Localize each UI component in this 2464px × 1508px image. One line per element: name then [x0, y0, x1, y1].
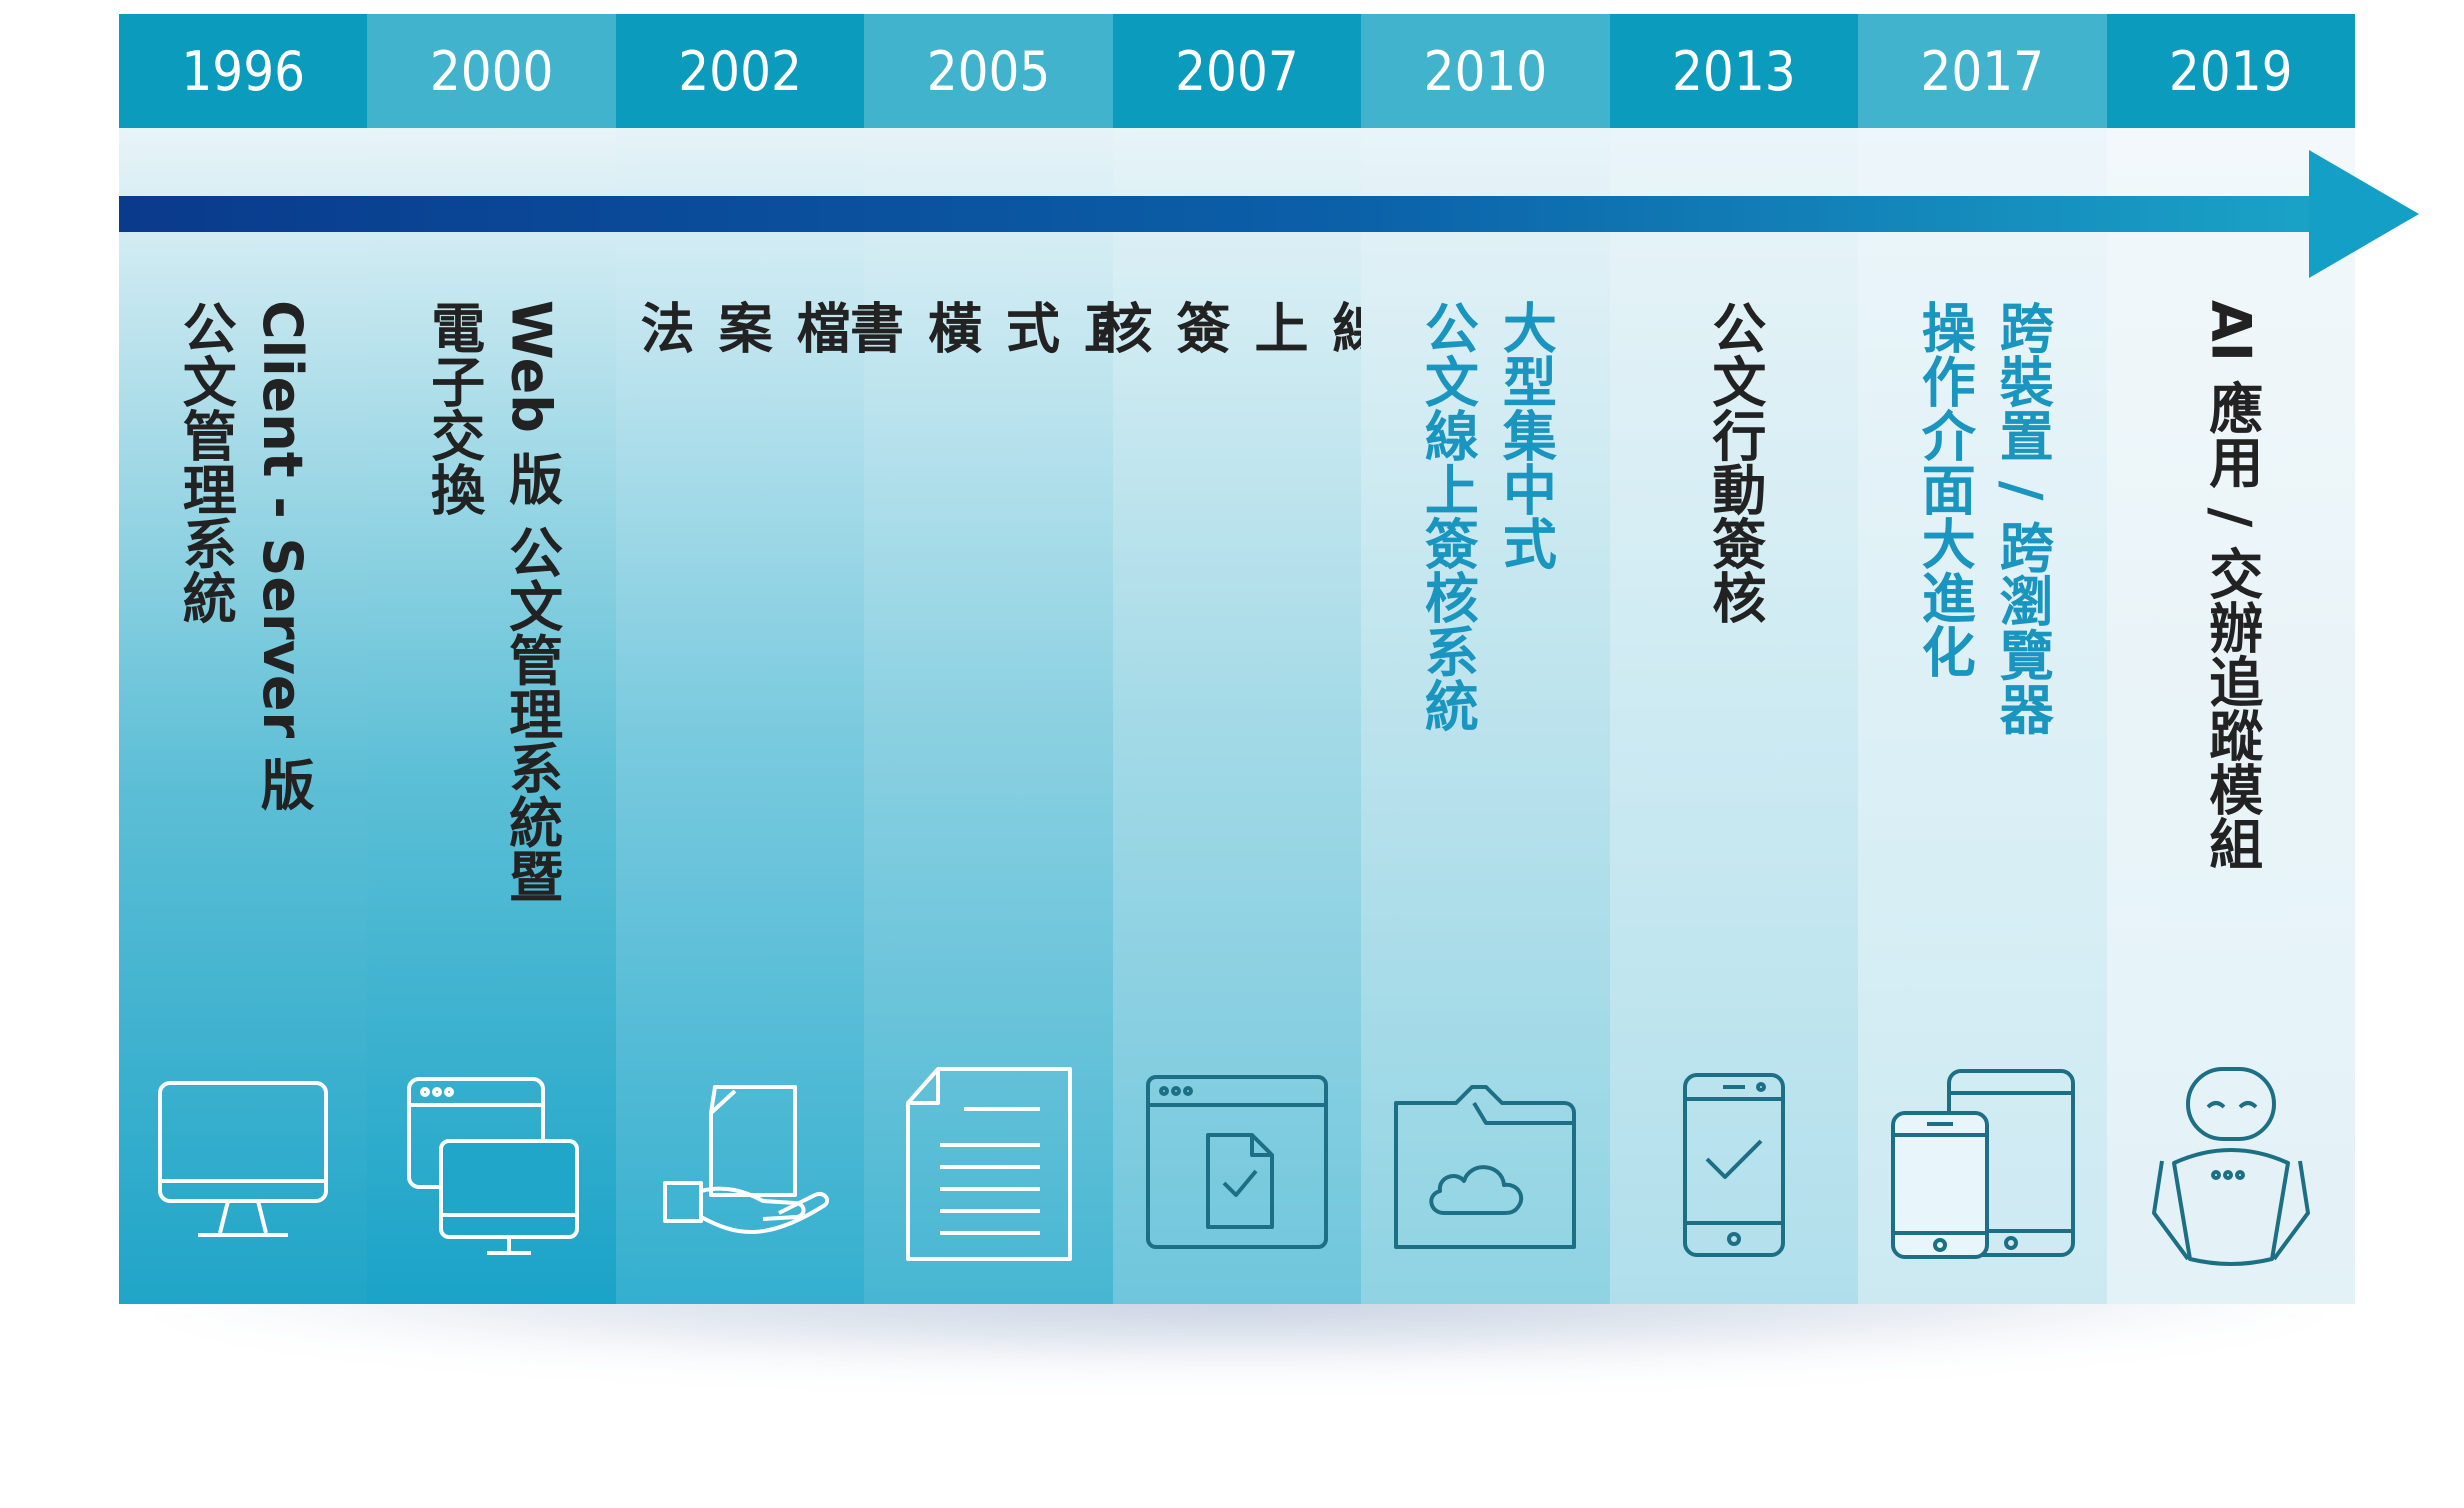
milestone-label: AI 應用 / 交辦追蹤模組 — [2199, 300, 2263, 871]
cloud-folder-icon — [1390, 1063, 1580, 1263]
milestone-label: Web 版 公文管理系統暨 電子交換 — [421, 300, 563, 903]
timeline-column: 2017 跨裝置 / 跨瀏覽器 操作介面大進化 — [1858, 14, 2107, 1304]
milestone-panel: Web 版 公文管理系統暨 電子交換 — [367, 128, 616, 1304]
year-label: 2005 — [864, 14, 1113, 128]
milestone-panel: AI 應用 / 交辦追蹤模組 — [2106, 128, 2355, 1304]
robot-icon — [2136, 1063, 2326, 1266]
milestone-panel: 檔 案 法 — [615, 128, 865, 1304]
milestone-label: 大型集中式 公文線上簽核系統 — [1415, 300, 1557, 732]
timeline-column: 2007 線 上 簽 核 — [1089, 14, 1386, 1304]
milestone-panel: 跨裝置 / 跨瀏覽器 操作介面大進化 — [1858, 128, 2107, 1304]
desktop-monitor-icon — [148, 1063, 338, 1263]
browser-windows-icon — [397, 1063, 587, 1263]
multi-device-icon — [1887, 1063, 2077, 1263]
timeline-column: 2002 檔 案 法 — [615, 14, 865, 1304]
document-lines-icon — [894, 1063, 1084, 1263]
milestone-panel: 公文行動簽核 — [1609, 128, 1859, 1304]
milestone-label: 檔 案 法 — [631, 300, 851, 354]
document-hand-icon — [645, 1063, 835, 1263]
milestone-panel: 大型集中式 公文線上簽核系統 — [1361, 128, 1610, 1304]
timeline-column: 2013 公文行動簽核 — [1609, 14, 1859, 1304]
year-label: 2019 — [2106, 14, 2355, 128]
timeline-column: 2005 直 式 橫 書 — [841, 14, 1138, 1304]
milestone-label: 公文行動簽核 — [1702, 300, 1766, 624]
timeline-column: 2010 大型集中式 公文線上簽核系統 — [1361, 14, 1610, 1304]
milestone-label: 直 式 橫 書 — [840, 300, 1138, 354]
milestone-panel: 線 上 簽 核 — [1089, 128, 1386, 1304]
browser-document-check-icon — [1142, 1063, 1332, 1263]
timeline-column: 2019 AI 應用 / 交辦追蹤模組 — [2106, 14, 2355, 1304]
year-label: 1996 — [119, 14, 368, 128]
year-label: 2013 — [1609, 14, 1859, 128]
milestone-label: Client - Server 版 公文管理系統 — [173, 300, 315, 811]
year-label: 2002 — [615, 14, 865, 128]
milestone-panel: 直 式 橫 書 — [841, 128, 1138, 1304]
year-label: 2017 — [1858, 14, 2107, 128]
milestone-label: 跨裝置 / 跨瀏覽器 操作介面大進化 — [1912, 300, 2054, 736]
year-label: 2010 — [1361, 14, 1610, 128]
milestone-label: 線 上 簽 核 — [1088, 300, 1386, 354]
milestone-panel: Client - Server 版 公文管理系統 — [119, 128, 368, 1304]
year-label: 2000 — [367, 14, 616, 128]
timeline-arrow — [119, 150, 2419, 278]
year-label: 2007 — [1112, 14, 1362, 128]
mobile-check-icon — [1639, 1063, 1829, 1263]
